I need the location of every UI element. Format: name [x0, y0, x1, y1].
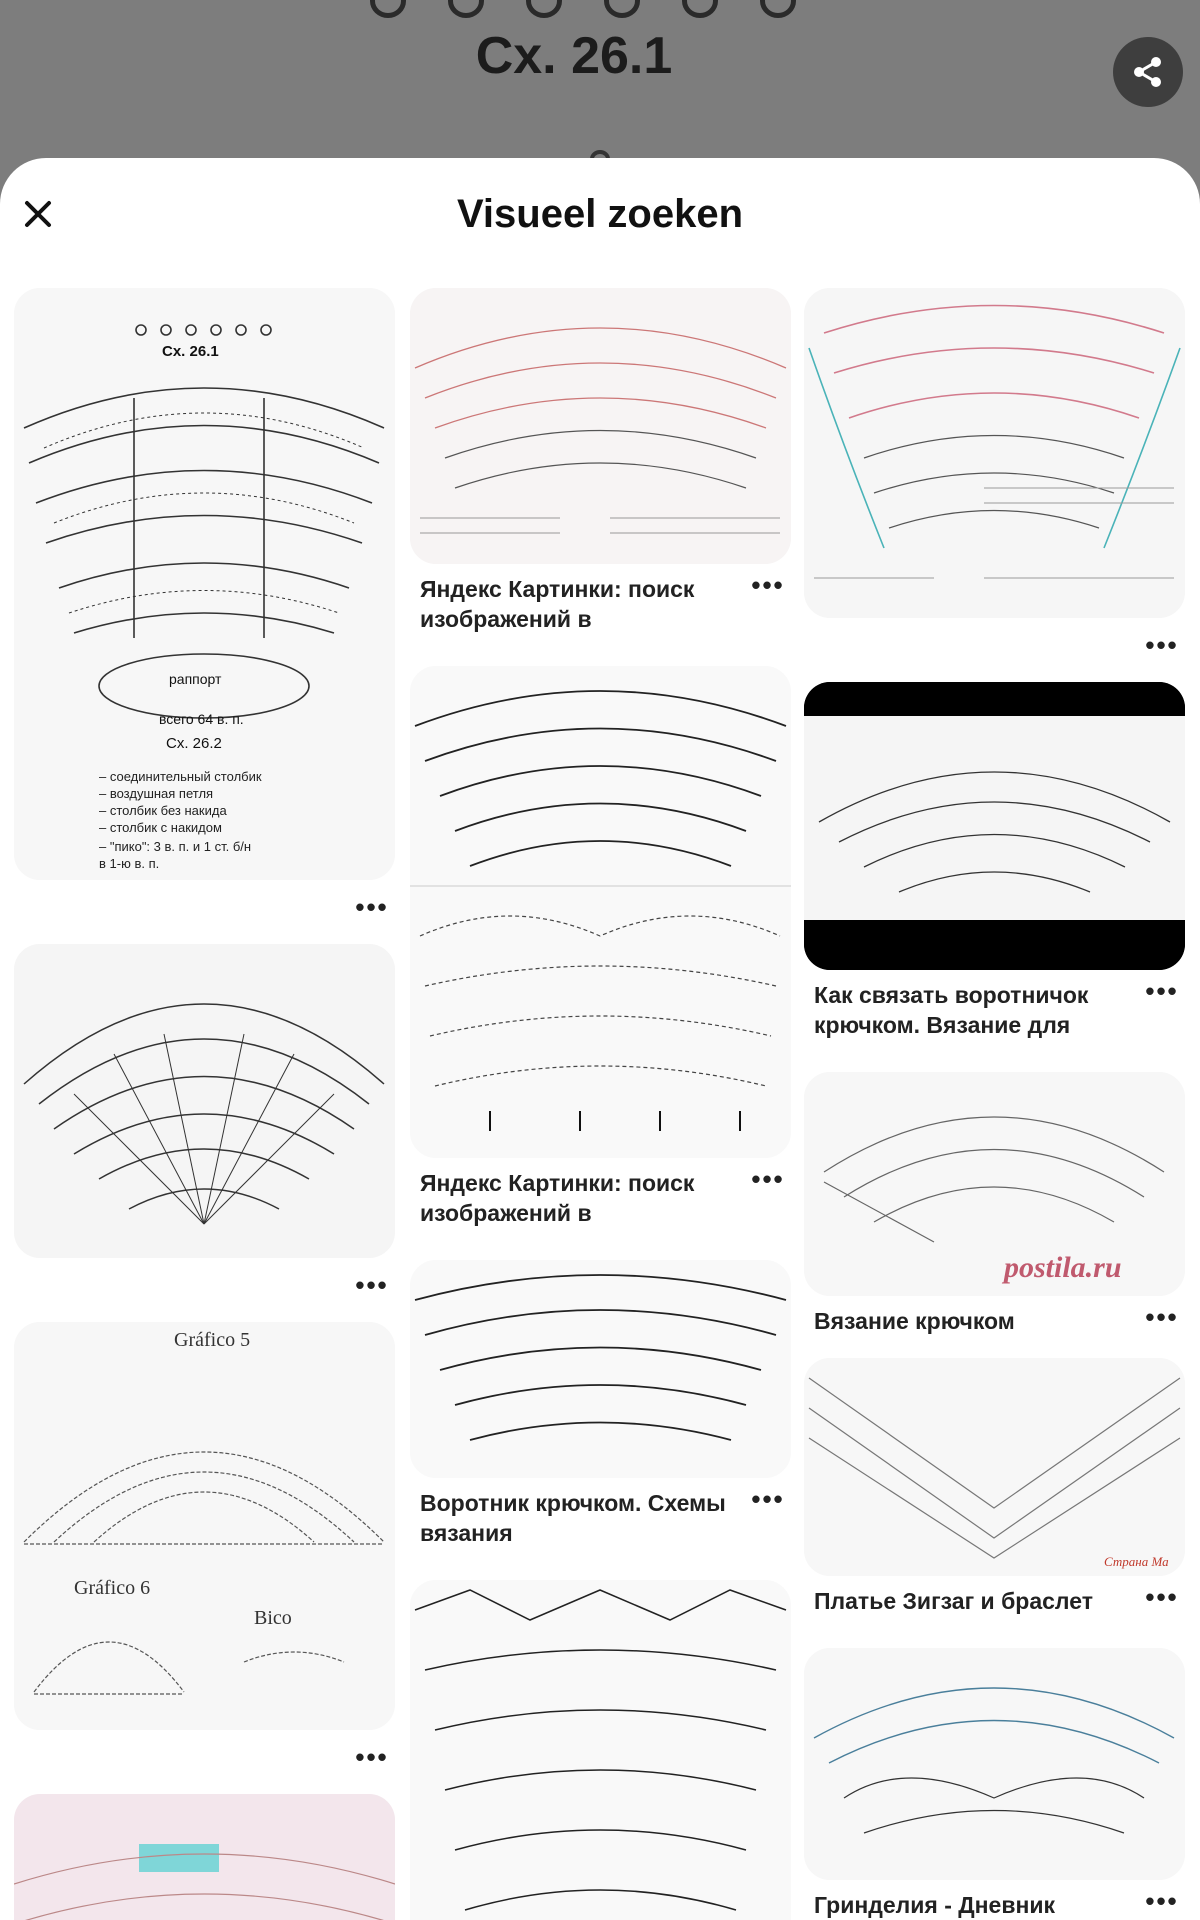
- pin-image[interactable]: [804, 288, 1185, 618]
- result-pin[interactable]: •••: [804, 288, 1185, 674]
- pin-title[interactable]: Воротник крючком. Схемы вязания: [420, 1490, 726, 1546]
- more-options-button[interactable]: •••: [1145, 975, 1179, 1006]
- results-column-1: Сх. 26.1 раппорт всего 64 в. п. Сх. 26.2…: [14, 288, 395, 1920]
- pin-title[interactable]: Яндекс Картинки: поиск изображений в инт…: [420, 576, 695, 632]
- close-button[interactable]: [18, 194, 58, 234]
- results-column-3: ••• Как связать воротничок крючком. Вяза…: [804, 288, 1185, 1920]
- pin-image[interactable]: [804, 1648, 1185, 1880]
- pin-image[interactable]: [410, 1580, 791, 1920]
- pin-footer: Воротник крючком. Схемы вязания •••: [410, 1478, 791, 1548]
- pin-title[interactable]: Платье Зигзаг и браслет: [814, 1588, 1093, 1614]
- legend-line: – воздушная петля: [99, 786, 213, 801]
- more-options-button[interactable]: •••: [1145, 629, 1179, 660]
- close-icon: [25, 201, 51, 227]
- visual-search-sheet: Visueel zoeken Сх. 26.1: [0, 158, 1200, 1920]
- more-options-button[interactable]: •••: [751, 1483, 785, 1514]
- chart-note: раппорт: [169, 671, 222, 687]
- pin-footer: Вязание крючком •••: [804, 1296, 1185, 1336]
- result-pin[interactable]: Gráfico 5 Gráfico 6 Bico •••: [14, 1322, 395, 1786]
- chart-label: Bico: [254, 1607, 292, 1629]
- pin-image[interactable]: [410, 288, 791, 564]
- result-pin[interactable]: [410, 1580, 791, 1920]
- more-options-button[interactable]: •••: [355, 1741, 389, 1772]
- result-pin[interactable]: postila.ru Вязание крючком •••: [804, 1072, 1185, 1336]
- more-options-button[interactable]: •••: [1145, 1581, 1179, 1612]
- result-pin[interactable]: Яндекс Картинки: поиск изображений в инт…: [410, 666, 791, 1228]
- pin-title[interactable]: Гринделия - Дневник: [814, 1892, 1055, 1918]
- pin-image[interactable]: [14, 944, 395, 1258]
- share-button[interactable]: [1113, 37, 1183, 107]
- pin-footer: Яндекс Картинки: поиск изображений в инт…: [410, 564, 791, 634]
- pin-footer: Гринделия - Дневник •••: [804, 1880, 1185, 1920]
- pin-title[interactable]: Как связать воротничок крючком. Вязание …: [814, 982, 1089, 1038]
- chart-loops: [370, 0, 796, 18]
- result-pin[interactable]: Воротник крючком. Схемы вязания •••: [410, 1260, 791, 1548]
- result-pin[interactable]: Яндекс Картинки: поиск изображений в инт…: [410, 288, 791, 634]
- pin-image[interactable]: postila.ru: [804, 1072, 1185, 1296]
- chart-caption-2: Сх. 26.2: [166, 735, 222, 752]
- chart-count: всего 64 в. п.: [159, 711, 244, 727]
- result-pin[interactable]: •••: [14, 944, 395, 1314]
- pin-footer: Яндекс Картинки: поиск изображений в инт…: [410, 1158, 791, 1228]
- pin-footer: Платье Зигзаг и браслет •••: [804, 1576, 1185, 1616]
- share-icon: [1134, 57, 1161, 87]
- result-pin[interactable]: Гринделия - Дневник •••: [804, 1648, 1185, 1920]
- chart-label: Gráfico 6: [74, 1577, 150, 1599]
- result-pin[interactable]: Страна Ма Платье Зигзаг и браслет •••: [804, 1358, 1185, 1616]
- result-pin[interactable]: [14, 1794, 395, 1920]
- pin-image[interactable]: Gráfico 5 Gráfico 6 Bico: [14, 1322, 395, 1730]
- pin-image[interactable]: [410, 666, 791, 1158]
- sheet-title: Visueel zoeken: [456, 192, 744, 236]
- legend-line: – "пико": 3 в. п. и 1 ст. б/н: [99, 839, 251, 854]
- result-pin[interactable]: Как связать воротничок крючком. Вязание …: [804, 682, 1185, 1040]
- background-caption: Сх. 26.1: [475, 27, 673, 85]
- more-options-button[interactable]: •••: [751, 569, 785, 600]
- chart-caption: Сх. 26.1: [162, 343, 219, 360]
- pin-footer: •••: [14, 880, 395, 936]
- more-options-button[interactable]: •••: [355, 1269, 389, 1300]
- legend-line: – столбик без накида: [99, 803, 227, 818]
- watermark: Страна Ма: [1104, 1554, 1169, 1569]
- pin-image[interactable]: [410, 1260, 791, 1478]
- pin-title[interactable]: Яндекс Картинки: поиск изображений в инт…: [420, 1170, 695, 1226]
- more-options-button[interactable]: •••: [1145, 1301, 1179, 1332]
- watermark: postila.ru: [1001, 1251, 1122, 1284]
- pin-footer: Как связать воротничок крючком. Вязание …: [804, 970, 1185, 1040]
- pin-footer: •••: [14, 1730, 395, 1786]
- legend-line: – соединительный столбик: [99, 769, 262, 784]
- legend-line: – столбик с накидом: [99, 820, 222, 835]
- pin-footer: •••: [804, 618, 1185, 674]
- more-options-button[interactable]: •••: [751, 1163, 785, 1194]
- pin-footer: •••: [14, 1258, 395, 1314]
- legend-line: в 1-ю в. п.: [99, 856, 159, 871]
- more-options-button[interactable]: •••: [355, 891, 389, 922]
- chart-label: Gráfico 5: [174, 1329, 250, 1351]
- result-pin[interactable]: Сх. 26.1 раппорт всего 64 в. п. Сх. 26.2…: [14, 288, 395, 936]
- pin-image[interactable]: Страна Ма: [804, 1358, 1185, 1576]
- pin-title[interactable]: Вязание крючком: [814, 1308, 1015, 1334]
- results-column-2: Яндекс Картинки: поиск изображений в инт…: [410, 288, 791, 1920]
- more-options-button[interactable]: •••: [1145, 1885, 1179, 1916]
- pin-image[interactable]: [14, 1794, 395, 1920]
- pin-image[interactable]: [804, 682, 1185, 970]
- pin-image[interactable]: Сх. 26.1 раппорт всего 64 в. п. Сх. 26.2…: [14, 288, 395, 880]
